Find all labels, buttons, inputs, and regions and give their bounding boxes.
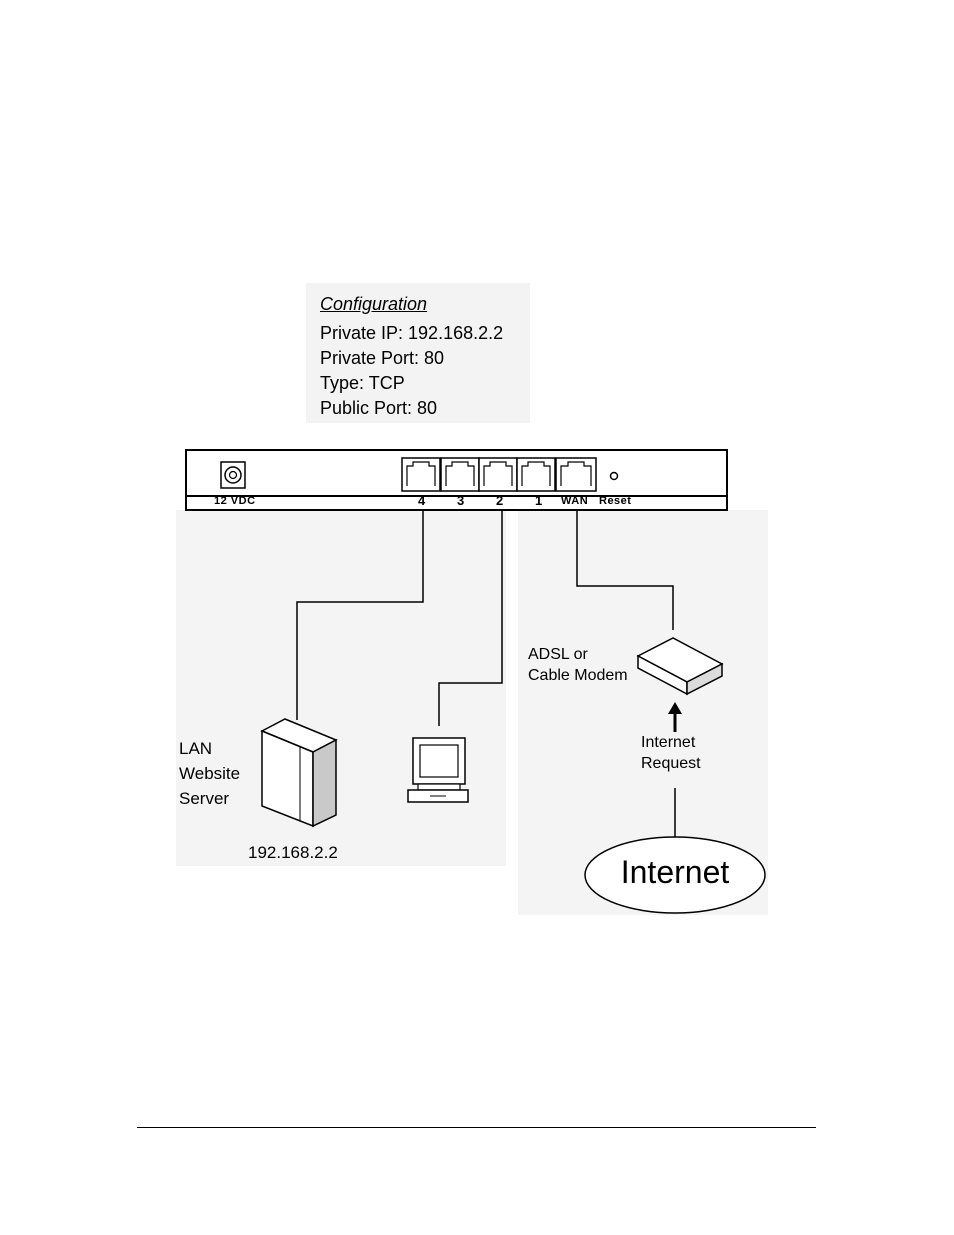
reset-button-icon (611, 473, 618, 480)
server-icon (262, 719, 336, 826)
modem-label-line: ADSL or (528, 644, 628, 665)
server-ip: 192.168.2.2 (248, 840, 338, 865)
port-label-3: 3 (457, 493, 465, 508)
modem-label-line: Cable Modem (528, 665, 628, 686)
lan-port-2-icon (479, 458, 517, 491)
reset-label: Reset (599, 495, 631, 507)
lan-port-1-icon (517, 458, 555, 491)
wan-label: WAN (561, 495, 588, 507)
port-label-1: 1 (535, 493, 543, 508)
server-label-line: Server (179, 786, 240, 811)
server-label: LAN Website Server (179, 736, 240, 811)
internet-request-label: Internet Request (641, 732, 701, 774)
server-label-line: Website (179, 761, 240, 786)
port-label-2: 2 (496, 493, 504, 508)
power-jack-icon (221, 462, 245, 488)
power-label: 12 VDC (214, 495, 256, 507)
lan-port-4-icon (402, 458, 440, 491)
wan-port-icon (556, 458, 596, 491)
request-label-line: Request (641, 753, 701, 774)
request-label-line: Internet (641, 732, 701, 753)
modem-label: ADSL or Cable Modem (528, 644, 628, 686)
internet-label: Internet (585, 854, 765, 891)
desktop-pc-icon (408, 738, 468, 802)
lan-background (176, 510, 506, 866)
lan-port-3-icon (441, 458, 479, 491)
footer-divider (137, 1127, 816, 1128)
server-label-line: LAN (179, 736, 240, 761)
port-label-4: 4 (418, 493, 426, 508)
